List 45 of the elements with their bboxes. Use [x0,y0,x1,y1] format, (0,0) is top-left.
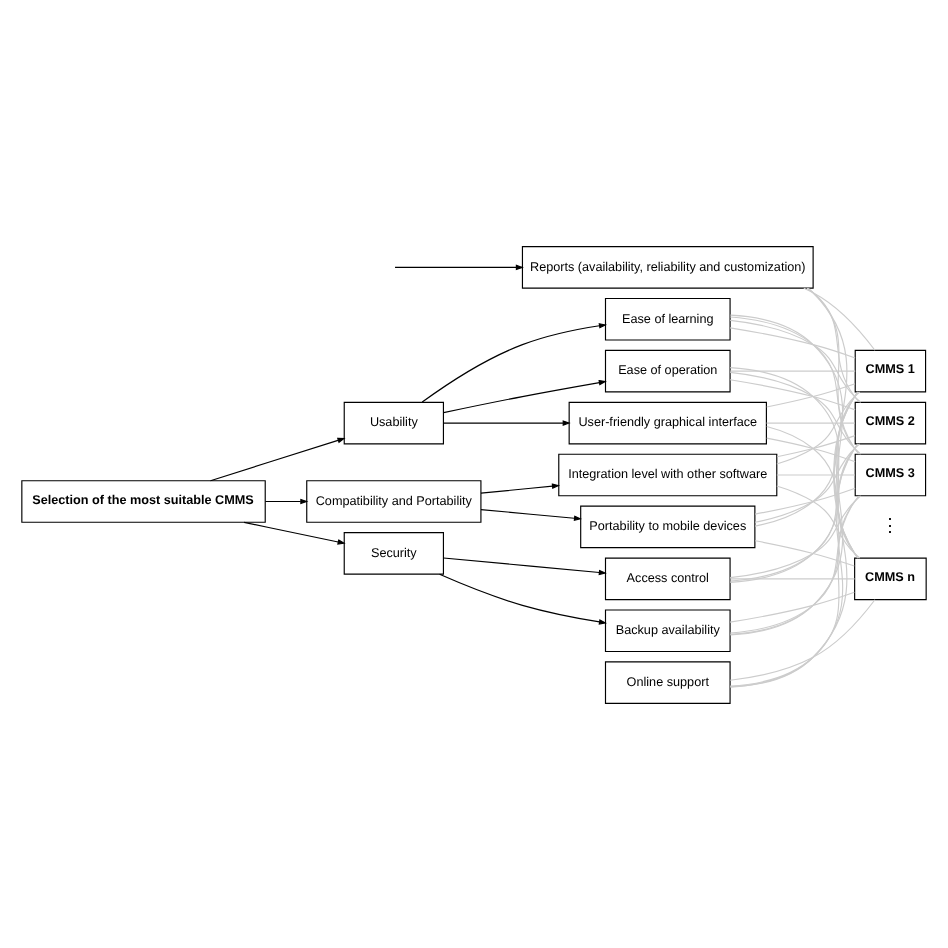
connector [754,539,855,566]
connector [729,369,856,371]
arrow [394,263,524,270]
connector [754,442,861,522]
connector [729,494,862,578]
connector [729,590,855,622]
connector [729,390,859,687]
arrow [480,482,561,493]
connector [776,484,861,558]
arrow [480,508,583,521]
connector [766,382,856,407]
connector [729,494,860,686]
label: ⋮ [881,514,900,535]
connector [754,486,856,514]
connector [729,442,859,687]
connector [729,442,860,581]
connector [765,421,856,423]
connector [766,424,860,558]
connector [729,442,859,634]
connector [803,286,876,350]
arrow [442,556,607,575]
connector [729,577,856,579]
connector [766,436,856,462]
connector [754,390,860,526]
arrow [439,572,607,624]
connector [729,318,862,402]
arrow [443,378,607,413]
connector [729,390,859,635]
connector [729,370,862,454]
connector [776,390,861,464]
connector [729,366,859,558]
arrow [243,520,346,544]
arrow [209,436,346,481]
connector [729,494,861,633]
connector [729,378,856,410]
connector [729,598,876,680]
arrow [264,497,309,504]
connector [729,313,859,558]
connector [729,390,859,582]
connector [729,326,856,358]
connector [729,315,861,454]
connector [806,286,861,402]
arrow [421,322,607,402]
connector [776,434,856,457]
arrow [442,419,571,425]
